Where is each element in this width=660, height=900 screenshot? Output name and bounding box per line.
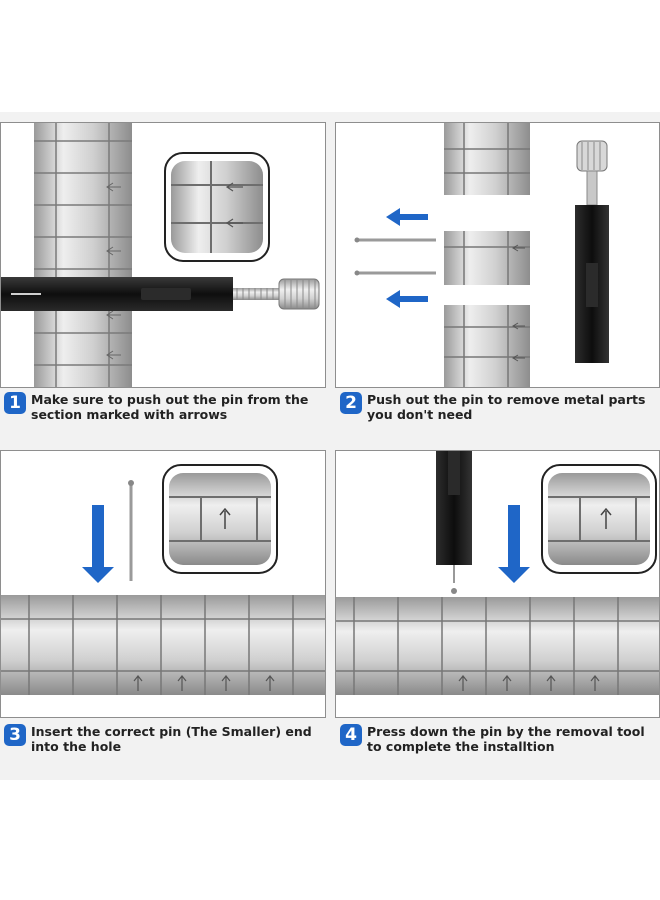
illustration-push-out-pin [1, 123, 320, 387]
step-instruction: Insert the correct pin (The Smaller) end… [31, 724, 312, 754]
bracelet-segment-removed [444, 231, 530, 285]
step-number-badge: 2 [340, 392, 362, 414]
step-instruction: Press down the pin by the removal tool t… [367, 724, 645, 754]
panel-step-2 [335, 122, 660, 388]
blue-direction-arrow [498, 505, 530, 583]
step-1-caption: 1 Make sure to push out the pin from the… [4, 392, 308, 422]
pin-removal-tool-vertical [575, 140, 609, 363]
illustration-insert-pin [1, 464, 325, 695]
step-instruction: Push out the pin to remove metal parts y… [367, 392, 646, 422]
pin-head [451, 588, 457, 594]
bracelet-segment-bottom [444, 305, 530, 387]
panel-step-3 [0, 450, 326, 718]
zoom-inset-up-arrow [541, 464, 657, 574]
removed-pins [354, 237, 436, 276]
zoom-inset-up-arrow [162, 464, 278, 574]
illustration-press-pin [336, 451, 659, 695]
step-2-caption: 2 Push out the pin to remove metal parts… [340, 392, 645, 422]
step-4-caption: 4 Press down the pin by the removal tool… [340, 724, 645, 754]
step-instruction: Make sure to push out the pin from the s… [31, 392, 309, 422]
bracelet-segment-top [444, 123, 530, 195]
replacement-pin [128, 480, 134, 581]
bracelet-horizontal [336, 597, 659, 695]
pin-removal-tool-pressing [436, 451, 472, 583]
panel-step-4 [335, 450, 660, 718]
step-number-badge: 1 [4, 392, 26, 414]
step-number-badge: 3 [4, 724, 26, 746]
blue-direction-arrow [386, 208, 428, 308]
bracelet-horizontal [1, 595, 325, 695]
zoom-inset-arrows [164, 152, 270, 262]
step-3-caption: 3 Insert the correct pin (The Smaller) e… [4, 724, 312, 754]
pin-removal-tool [1, 277, 320, 311]
panel-step-1 [0, 122, 326, 388]
illustration-remove-parts [354, 123, 609, 387]
bracelet-vertical [34, 123, 132, 387]
step-number-badge: 4 [340, 724, 362, 746]
blue-direction-arrow [82, 505, 114, 583]
